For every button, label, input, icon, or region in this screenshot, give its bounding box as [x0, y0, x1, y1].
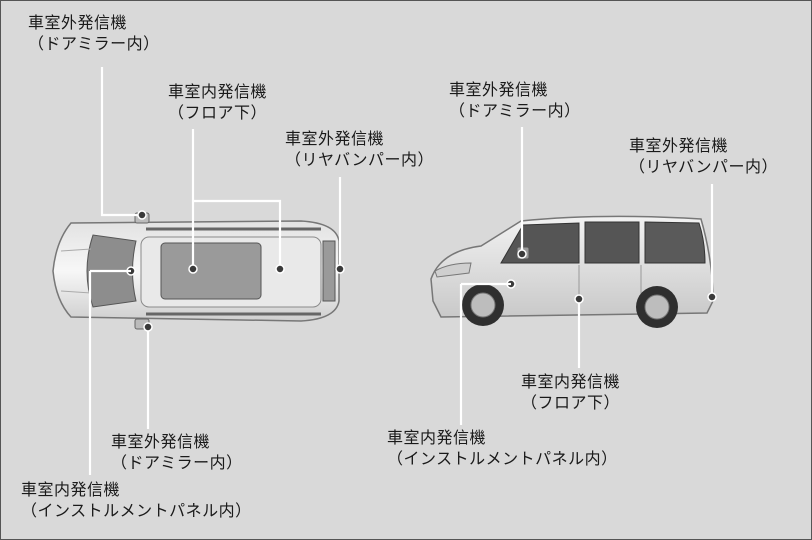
label-title: 車室外発信機	[449, 80, 549, 99]
label-side-ext-mirror: 車室外発信機 （ドアミラー内）	[449, 79, 581, 121]
label-location: （インストルメントパネル内）	[387, 449, 618, 468]
label-top-int-floor: 車室内発信機 （フロア下）	[168, 81, 267, 123]
label-title: 車室内発信機	[521, 372, 621, 391]
label-location: （ドアミラー内）	[449, 101, 581, 120]
label-title: 車室内発信機	[387, 428, 487, 447]
label-title: 車室内発信機	[21, 480, 121, 499]
label-location: （ドアミラー内）	[111, 453, 243, 472]
label-top-ext-mirror-bottom: 車室外発信機 （ドアミラー内）	[111, 431, 243, 473]
label-title: 車室内発信機	[168, 82, 268, 101]
side-view-car	[430, 215, 714, 328]
transmitter-markers	[126, 210, 717, 332]
label-side-int-panel: 車室内発信機 （インストルメントパネル内）	[387, 427, 618, 469]
marker-top-ext-mirror	[137, 210, 147, 220]
label-top-int-panel: 車室内発信機 （インストルメントパネル内）	[21, 479, 252, 521]
label-location: （インストルメントパネル内）	[21, 501, 252, 520]
marker-top-int-floor-b	[275, 264, 285, 274]
label-top-ext-bumper: 車室外発信機 （リヤバンパー内）	[285, 128, 434, 170]
label-title: 車室外発信機	[285, 129, 385, 148]
label-top-ext-mirror: 車室外発信機 （ドアミラー内）	[28, 12, 160, 54]
label-side-ext-bumper: 車室外発信機 （リヤバンパー内）	[629, 135, 778, 177]
marker-top-ext-bumper	[335, 264, 345, 274]
label-side-int-floor: 車室内発信機 （フロア下）	[521, 371, 620, 413]
label-title: 車室外発信機	[28, 13, 128, 32]
label-location: （リヤバンパー内）	[629, 157, 778, 176]
leader-lines	[88, 67, 714, 475]
marker-side-ext-mirror	[517, 249, 527, 259]
leader-top-int-floor-b	[193, 199, 282, 269]
label-location: （リヤバンパー内）	[285, 150, 434, 169]
marker-top-int-floor-a	[188, 264, 198, 274]
marker-side-int-floor	[574, 294, 584, 304]
label-location: （フロア下）	[521, 393, 621, 412]
label-location: （ドアミラー内）	[28, 34, 160, 53]
label-title: 車室外発信機	[111, 432, 211, 451]
label-location: （フロア下）	[168, 103, 268, 122]
marker-top-ext-mirror-bottom	[143, 322, 153, 332]
label-title: 車室外発信機	[629, 136, 729, 155]
leader-top-ext-mirror	[100, 67, 142, 217]
marker-side-ext-bumper	[707, 292, 717, 302]
